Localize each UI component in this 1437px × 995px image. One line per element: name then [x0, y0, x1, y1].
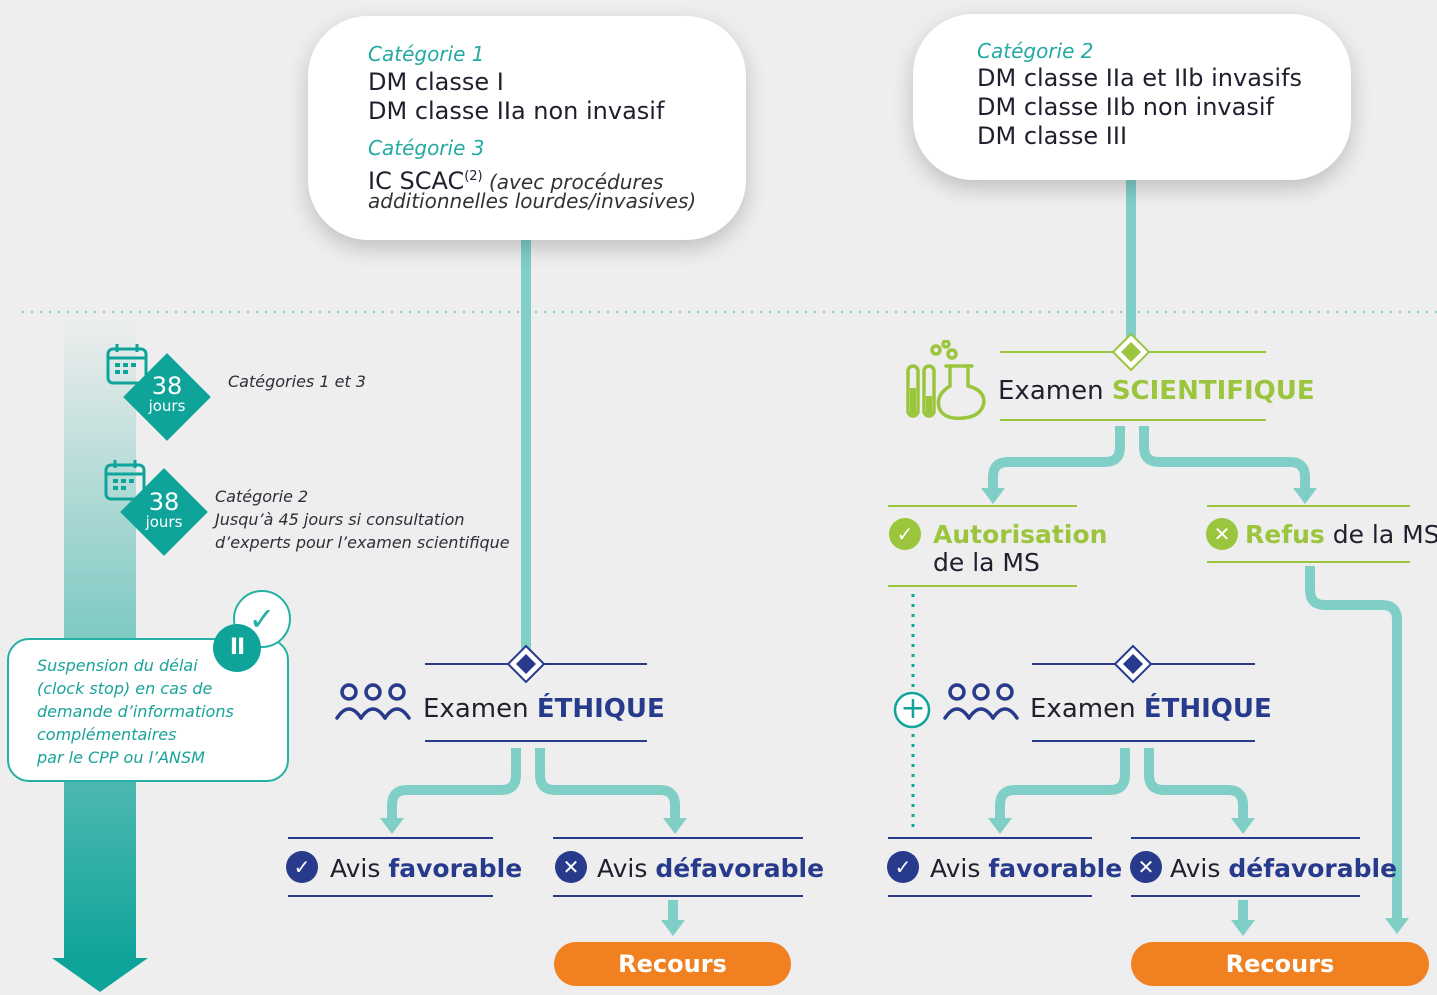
left-ethics-exam-label: Examen ÉTHIQUE: [423, 694, 665, 724]
right-avis-defavorable: Avis défavorable: [1170, 854, 1398, 883]
pause-icon: II: [213, 624, 261, 672]
lab-flask-icon: [906, 340, 986, 421]
plus-icon: +: [900, 691, 926, 726]
check-icon: ✓: [887, 851, 919, 883]
calendar-icon: [106, 344, 148, 385]
dm-classe-iia-iib-invasifs: DM classe IIa et IIb invasifs: [977, 64, 1303, 92]
check-icon: ✓: [889, 518, 921, 550]
cross-icon: ✕: [1206, 518, 1238, 550]
days-badge-2-text: 38 jours: [145, 488, 183, 531]
check-icon: ✓: [286, 851, 318, 883]
category-2-box: Catégorie 2 DM classe IIa et IIb invasif…: [913, 14, 1351, 180]
autorisation-ms: Autorisation de la MS: [933, 520, 1108, 577]
badge-1-note: Catégories 1 et 3: [228, 372, 366, 391]
people-icon: [943, 683, 1019, 720]
right-avis-favorable: Avis favorable: [930, 854, 1123, 883]
left-avis-favorable: Avis favorable: [330, 854, 523, 883]
refus-ms: Refus de la MS: [1245, 520, 1437, 549]
timeline-arrowhead: [52, 958, 148, 992]
category-2-label: Catégorie 2: [977, 39, 1094, 63]
plus-circle: [893, 691, 931, 729]
right-ethics-exam-label: Examen ÉTHIQUE: [1030, 694, 1272, 724]
category-1-3-box: Catégorie 1 DM classe I DM classe IIa no…: [308, 16, 746, 240]
people-icon: [335, 683, 411, 720]
ic-scac-detail: additionnelles lourdes/invasives): [368, 189, 697, 213]
scientific-exam-label: Examen SCIENTIFIQUE: [998, 376, 1315, 406]
cross-icon: ✕: [555, 851, 587, 883]
dm-classe-i: DM classe I: [368, 68, 504, 96]
right-recours-button[interactable]: Recours: [1131, 942, 1429, 986]
dm-classe-iib-non-invasif: DM classe IIb non invasif: [977, 93, 1274, 121]
left-avis-defavorable: Avis défavorable: [597, 854, 825, 883]
badge-2-note: Catégorie 2 Jusqu’à 45 jours si consulta…: [215, 487, 510, 552]
cross-icon: ✕: [1130, 851, 1162, 883]
ic-scac-line: IC SCAC(2) (avec procédures: [368, 167, 664, 195]
dm-classe-iia: DM classe IIa non invasif: [368, 97, 665, 125]
dm-classe-iii: DM classe III: [977, 122, 1128, 150]
left-recours-button[interactable]: Recours: [554, 942, 791, 986]
category-3-label: Catégorie 3: [368, 136, 485, 160]
category-1-label: Catégorie 1: [368, 42, 485, 66]
calendar-icon: [104, 460, 146, 501]
days-badge-1-text: 38 jours: [148, 372, 186, 415]
